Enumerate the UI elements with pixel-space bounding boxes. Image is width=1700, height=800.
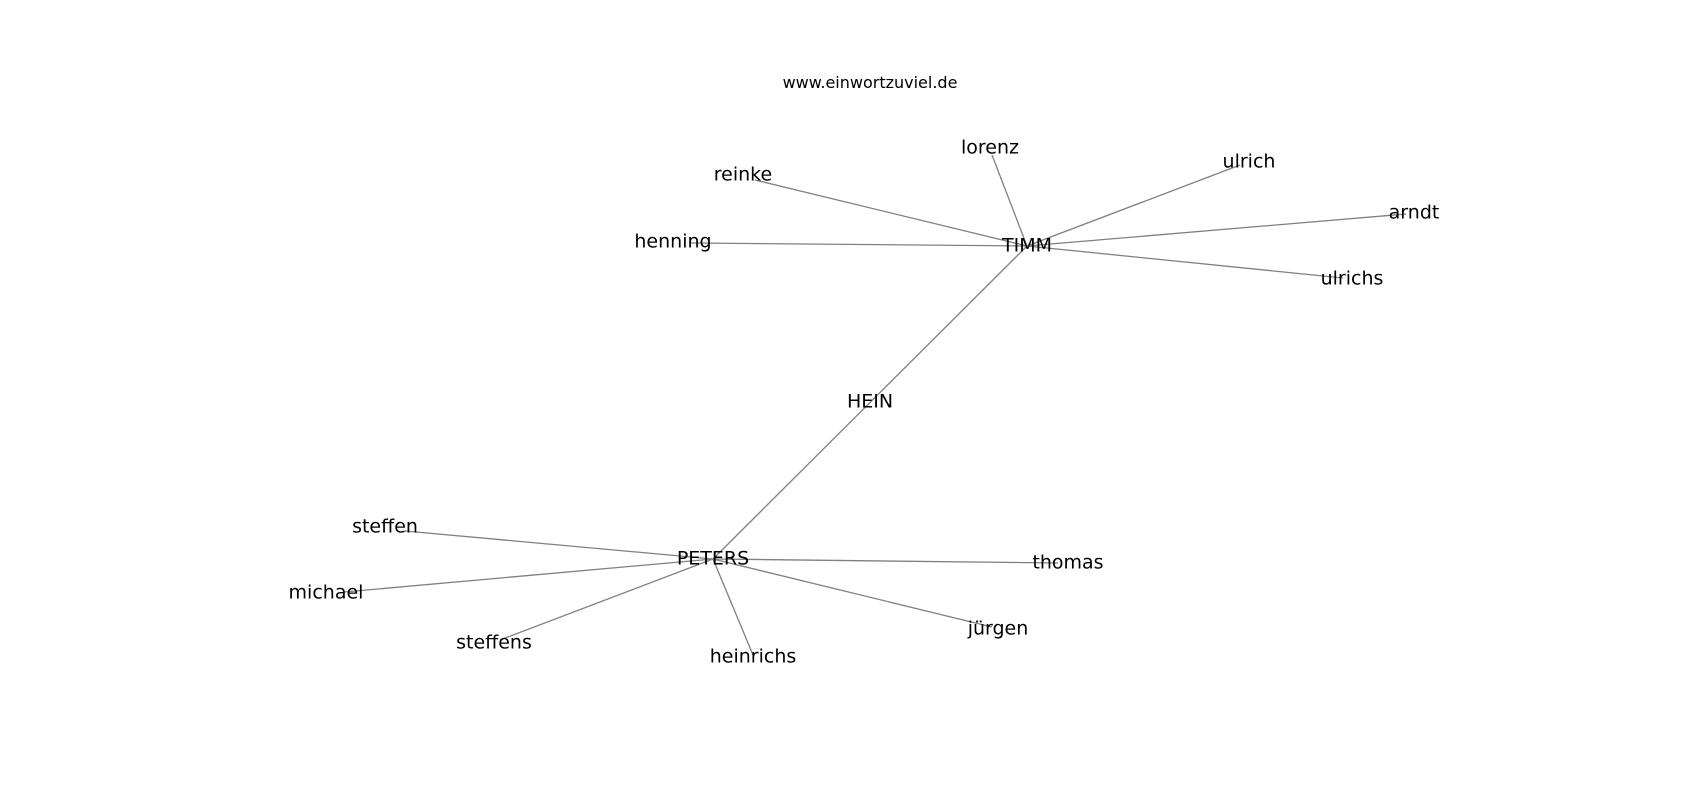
source-url-label: www.einwortzuviel.de — [783, 73, 958, 92]
edge-timm-henning — [689, 242, 1028, 247]
node-heinrichs: heinrichs — [710, 646, 797, 668]
node-arndt: arndt — [1389, 202, 1440, 224]
edge-timm-peters — [712, 245, 1028, 560]
edge-peters-heinrichs — [712, 558, 754, 656]
edge-timm-ulrichs — [1026, 245, 1344, 279]
edge-timm-arndt — [1026, 213, 1407, 247]
node-ulrich: ulrich — [1223, 151, 1276, 173]
node-henning: henning — [634, 231, 711, 253]
edge-timm-ulrich — [1026, 164, 1241, 247]
edge-peters-michael — [343, 558, 714, 593]
node-reinke: reinke — [714, 164, 772, 186]
node-timm: TIMM — [1001, 235, 1052, 257]
node-steffens: steffens — [456, 632, 532, 654]
edge-peters-thomas — [712, 558, 1059, 564]
node-michael: michael — [289, 582, 364, 604]
node-peters: PETERS — [677, 548, 749, 570]
edge-peters-steffens — [499, 558, 714, 641]
edge-timm-reinke — [754, 179, 1028, 247]
node-hein: HEIN — [847, 391, 893, 413]
edge-timm-lorenz — [991, 154, 1028, 247]
node-thomas: thomas — [1032, 552, 1103, 574]
node-lorenz: lorenz — [961, 137, 1019, 159]
node-layer: TIMM HEIN PETERS lorenz reinke ulrich arndt hen… — [289, 137, 1440, 668]
edge-peters-steffen — [404, 530, 714, 560]
node-juergen: jürgen — [967, 618, 1029, 640]
edge-layer — [343, 154, 1407, 656]
node-steffen: steffen — [352, 516, 418, 538]
node-ulrichs: ulrichs — [1321, 268, 1384, 290]
edge-peters-juergen — [712, 558, 993, 628]
